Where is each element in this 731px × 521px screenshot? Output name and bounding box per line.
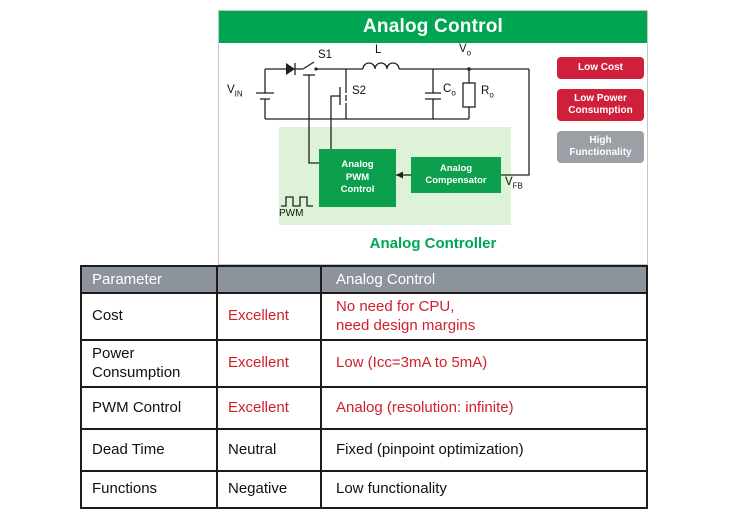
table-row-cost: Cost Excellent No need for CPU, need des… [80, 292, 648, 341]
badge-low-power-consumption: Low Power Consumption [557, 89, 644, 121]
panel-title: Analog Control [219, 11, 647, 43]
resistor-symbol [462, 67, 476, 119]
badge-low-cost: Low Cost [557, 57, 644, 79]
detail-cell: Analog (resolution: infinite) [320, 386, 648, 430]
param-cell: PWM Control [80, 386, 218, 430]
table-row-pwm-control: PWM Control Excellent Analog (resolution… [80, 386, 648, 430]
feedback-wire [501, 69, 530, 176]
analog-control-panel: Analog Control [218, 10, 648, 265]
param-cell: Cost [80, 292, 218, 341]
s1-switch-symbol [286, 61, 319, 164]
rating-cell: Negative [216, 470, 322, 509]
rating-cell: Excellent [216, 386, 322, 430]
table-row-dead-time: Dead Time Neutral Fixed (pinpoint optimi… [80, 428, 648, 472]
inductor-label: L [375, 44, 382, 56]
detail-cell: Fixed (pinpoint optimization) [320, 428, 648, 472]
badge-high-functionality: High Functionality [557, 131, 644, 163]
table-row-functions: Functions Negative Low functionality [80, 470, 648, 509]
param-cell: Functions [80, 470, 218, 509]
table-header-row: Parameter Analog Control [80, 265, 648, 294]
rating-cell: Neutral [216, 428, 322, 472]
s2-label: S2 [352, 85, 367, 97]
rating-cell: Excellent [216, 292, 322, 341]
header-analog-control: Analog Control [320, 265, 648, 294]
param-cell: Dead Time [80, 428, 218, 472]
vout-label: Vo [459, 43, 472, 58]
circuit-wires-svg [256, 61, 530, 207]
pwm-label: PWM [279, 208, 304, 219]
header-parameter: Parameter [80, 265, 218, 294]
cout-label: Co [443, 83, 456, 98]
comparison-table: Parameter Analog Control Cost Excellent … [80, 265, 648, 509]
analog-compensator-block: Analog Compensator [411, 157, 501, 193]
header-rating [216, 265, 322, 294]
block-connector [396, 171, 411, 179]
detail-cell: Low functionality [320, 470, 648, 509]
analog-controller-caption: Analog Controller [369, 235, 497, 252]
detail-cell: No need for CPU, need design margins [320, 292, 648, 341]
inductor-symbol [362, 62, 400, 70]
vfb-label: VFB [505, 176, 523, 191]
analog-pwm-control-block: Analog PWM Control [319, 149, 396, 207]
s2-mosfet-symbol [330, 69, 347, 149]
battery-symbol [256, 69, 274, 119]
s1-label: S1 [318, 49, 333, 61]
param-cell: Power Consumption [80, 339, 218, 388]
capacitor-symbol [425, 69, 441, 119]
rating-cell: Excellent [216, 339, 322, 388]
circuit-diagram: Analog PWM Control Analog Compensator VI… [219, 43, 647, 265]
table-row-power-consumption: Power Consumption Excellent Low (Icc=3mA… [80, 339, 648, 388]
detail-cell: Low (Icc=3mA to 5mA) [320, 339, 648, 388]
vin-label: VIN [227, 84, 243, 99]
pwm-waveform-icon [281, 196, 313, 207]
rout-label: Ro [481, 85, 494, 100]
